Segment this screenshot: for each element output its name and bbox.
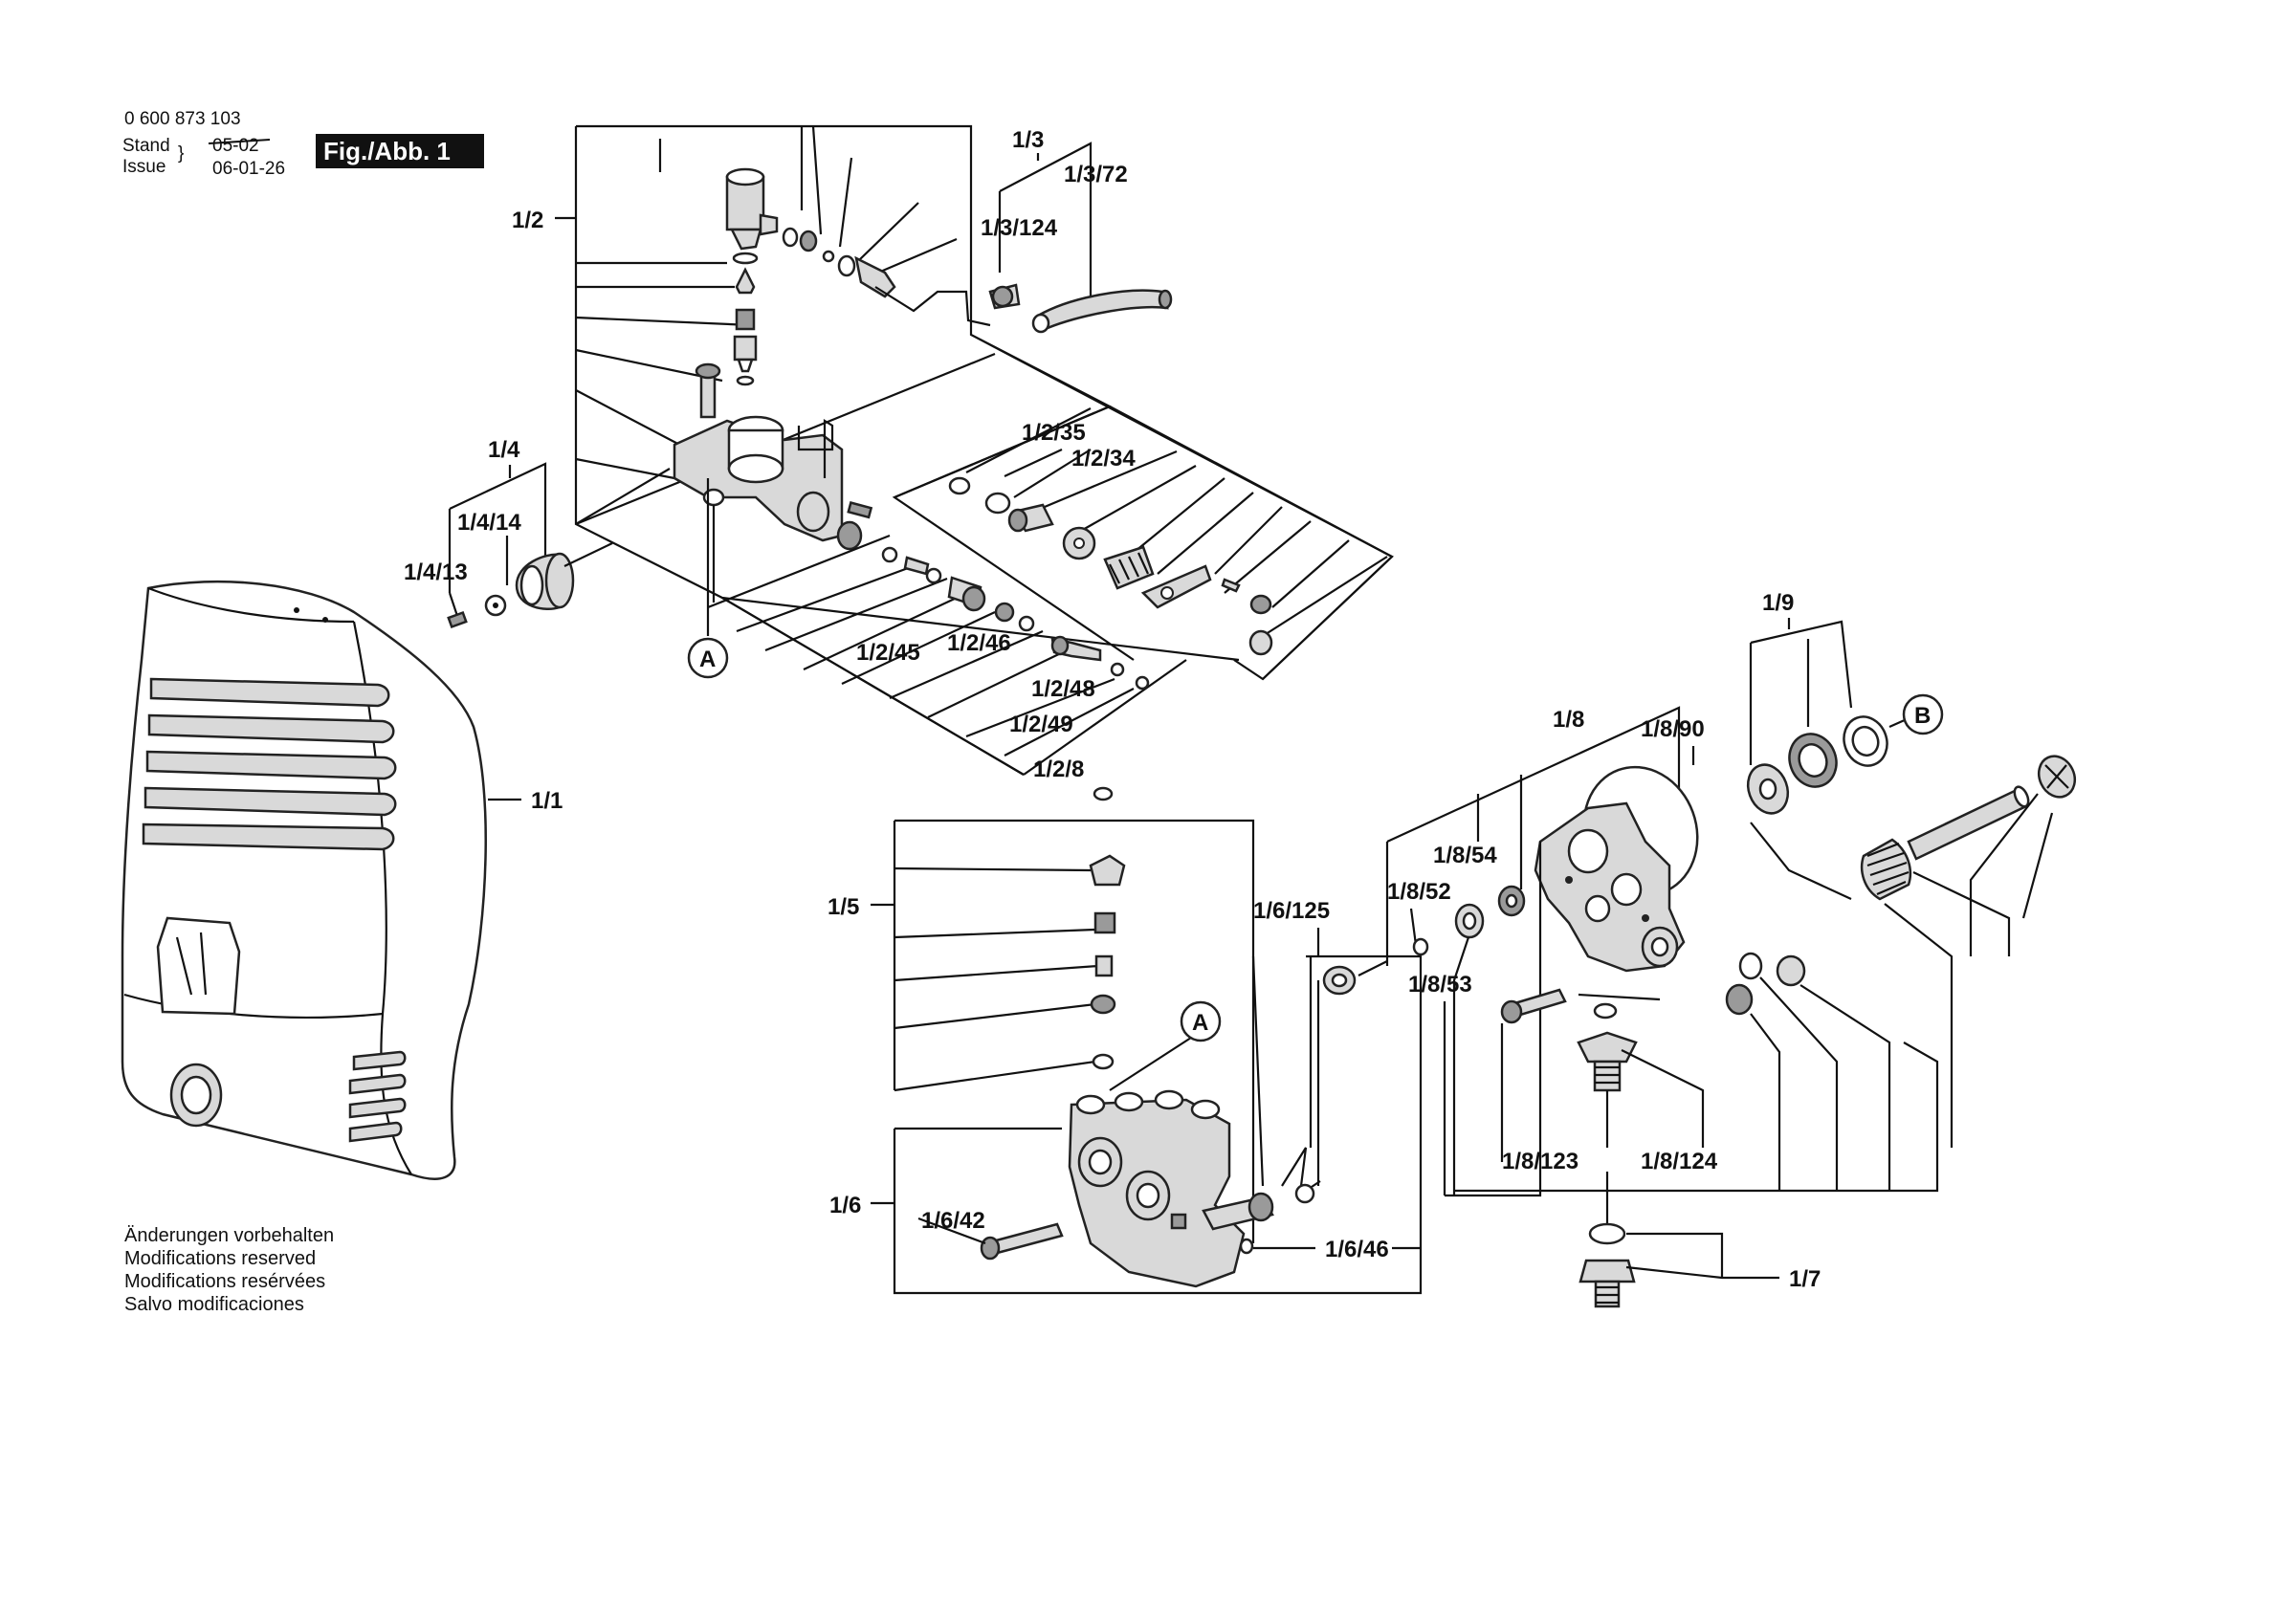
figure-tag: Fig./Abb. 1 [323,137,451,165]
header-block: 0 600 873 103 Stand Issue } 05-02 06-01-… [122,109,484,179]
valve-parts [673,167,896,603]
new-date: 06-01-26 [212,159,285,179]
marker-b-label: B [1914,703,1931,729]
callout-1-7: 1/7 [1789,1266,1821,1292]
callout-1-9: 1/9 [1762,590,1794,616]
marker-a-bottom-label: A [1192,1010,1208,1036]
callout-1-8: 1/8 [1553,707,1584,733]
callout-1-3-124: 1/3/124 [981,215,1058,241]
note-line: Änderungen vorbehalten [124,1225,334,1246]
notes-block: Änderungen vorbehalten Modifications res… [124,1225,334,1315]
brace-glyph: } [178,143,184,164]
callout-1-2-48: 1/2/48 [1031,676,1095,702]
marker-b [1902,693,1944,735]
callout-1-3: 1/3 [1012,127,1044,153]
callout-1-3-72: 1/3/72 [1064,162,1128,187]
valve-group-frame: 1/2 [512,124,1394,776]
callout-1-2-8: 1/2/8 [1033,757,1084,782]
inlet-fitting-group: 1/7 [1578,1172,1821,1308]
housing-cover [121,580,487,1180]
wheel-group: 1/4 1/4/14 1/4/13 [404,437,613,629]
callout-1-6-42: 1/6/42 [921,1208,985,1234]
callout-1-2-45: 1/2/45 [856,640,920,666]
marker-a-top [687,637,729,679]
stand-label: Stand [122,136,170,156]
callout-1-8-54: 1/8/54 [1433,843,1497,868]
callout-1-6-46: 1/6/46 [1325,1237,1389,1262]
callout-1-8-123: 1/8/123 [1502,1149,1578,1174]
callout-1-8-52: 1/8/52 [1387,879,1451,905]
callout-1-1: 1/1 [531,788,563,814]
callout-1-4-14: 1/4/14 [457,510,521,536]
pump-housing-group: 1/8 1/8/90 1/8/54 1/8/52 1/8/53 1/8/123 [1385,706,1939,1197]
callout-1-8-124: 1/8/124 [1641,1149,1718,1174]
callout-1-2-35: 1/2/35 [1022,420,1086,446]
note-line: Salvo modificaciones [124,1294,304,1315]
callout-1-8-90: 1/8/90 [1641,716,1705,742]
callout-1-2: 1/2 [512,208,543,233]
hose-group: 1/3 1/3/72 1/3/124 [874,127,1173,334]
pump-head-group: 1/5 A 1/6 1/6/42 1 [828,786,1423,1295]
note-line: Modifications resérvées [124,1271,325,1292]
callout-1-8-53: 1/8/53 [1408,972,1472,998]
marker-a-top-label: A [699,647,716,672]
callout-1-5: 1/5 [828,894,859,920]
figure-tag-box [316,134,484,168]
marker-a-bottom [1180,1000,1222,1042]
callout-1-4: 1/4 [488,437,520,463]
seal-group: 1/9 B [1746,590,2077,1148]
issue-label: Issue [122,157,166,177]
valve-subgroup-frame: 1/2/35 1/2/34 [894,405,1394,680]
callout-1-6: 1/6 [829,1193,861,1218]
valve-subgroup-parts [948,476,1273,656]
callout-1-6-125: 1/6/125 [1253,898,1330,924]
document-number: 0 600 873 103 [124,109,241,129]
old-date: 05-02 [212,136,259,156]
valve-lower-parts: 1/2/45 1/2/46 1/2/48 1/2/49 1/2/8 [707,534,1150,782]
callout-1-2-49: 1/2/49 [1009,712,1073,737]
callout-1-4-13: 1/4/13 [404,559,468,585]
callout-1-2-34: 1/2/34 [1071,446,1136,472]
note-line: Modifications reserved [124,1248,316,1269]
old-date-strike [208,139,271,144]
callout-1-2-46: 1/2/46 [947,630,1011,656]
